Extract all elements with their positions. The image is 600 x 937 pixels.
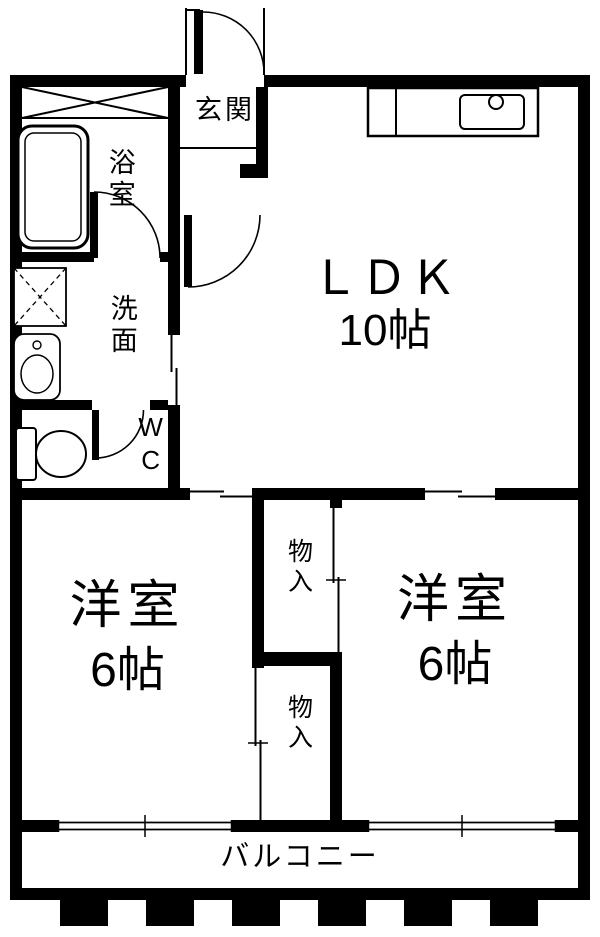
vanity-sink-symbol	[13, 333, 61, 401]
window-bedroom-right	[366, 815, 558, 837]
hatch-box	[21, 86, 169, 119]
ldk-label-group: ＬＤＫ 10帖	[285, 252, 485, 355]
closet-upper-door	[326, 508, 346, 652]
bedroom-right-sliding-door	[425, 490, 495, 498]
bedroom-left-label: 洋室	[69, 577, 186, 635]
bedroom-right-size-label: 6帖	[417, 638, 493, 692]
wc-door	[92, 409, 145, 460]
closet-upper-label: 物入	[284, 538, 313, 598]
washroom-sliding-door	[170, 335, 178, 405]
bathtub-symbol	[16, 124, 90, 250]
bath-label: 浴室	[104, 148, 135, 212]
bath-door	[90, 191, 161, 259]
closet-lower-label: 物入	[284, 694, 313, 754]
toilet-symbol	[15, 427, 87, 481]
washroom-label: 洗面	[106, 294, 137, 358]
ldk-label: ＬＤＫ	[311, 251, 459, 304]
balcony-railing-teeth	[60, 900, 538, 926]
window-bedroom-left	[56, 815, 234, 837]
ldk-door	[184, 214, 261, 288]
bedroom-left-size-label: 6帖	[90, 644, 165, 698]
wc-label: WC	[135, 412, 166, 478]
entrance-label: 玄関	[195, 95, 255, 125]
walls	[10, 75, 590, 900]
kitchen-counter-symbol	[366, 86, 540, 138]
bedroom-right-label-group: 洋室 6帖	[352, 571, 558, 692]
bedroom-left-label-group: 洋室 6帖	[25, 577, 230, 698]
bedroom-left-sliding-door	[190, 490, 252, 498]
entrance-door	[185, 8, 265, 75]
bedroom-right-label: 洋室	[396, 571, 513, 629]
washing-machine-symbol	[13, 267, 67, 327]
ldk-size-label: 10帖	[338, 305, 432, 355]
balcony-label: バルコニー	[220, 841, 380, 873]
closet-lower-door	[248, 666, 268, 820]
